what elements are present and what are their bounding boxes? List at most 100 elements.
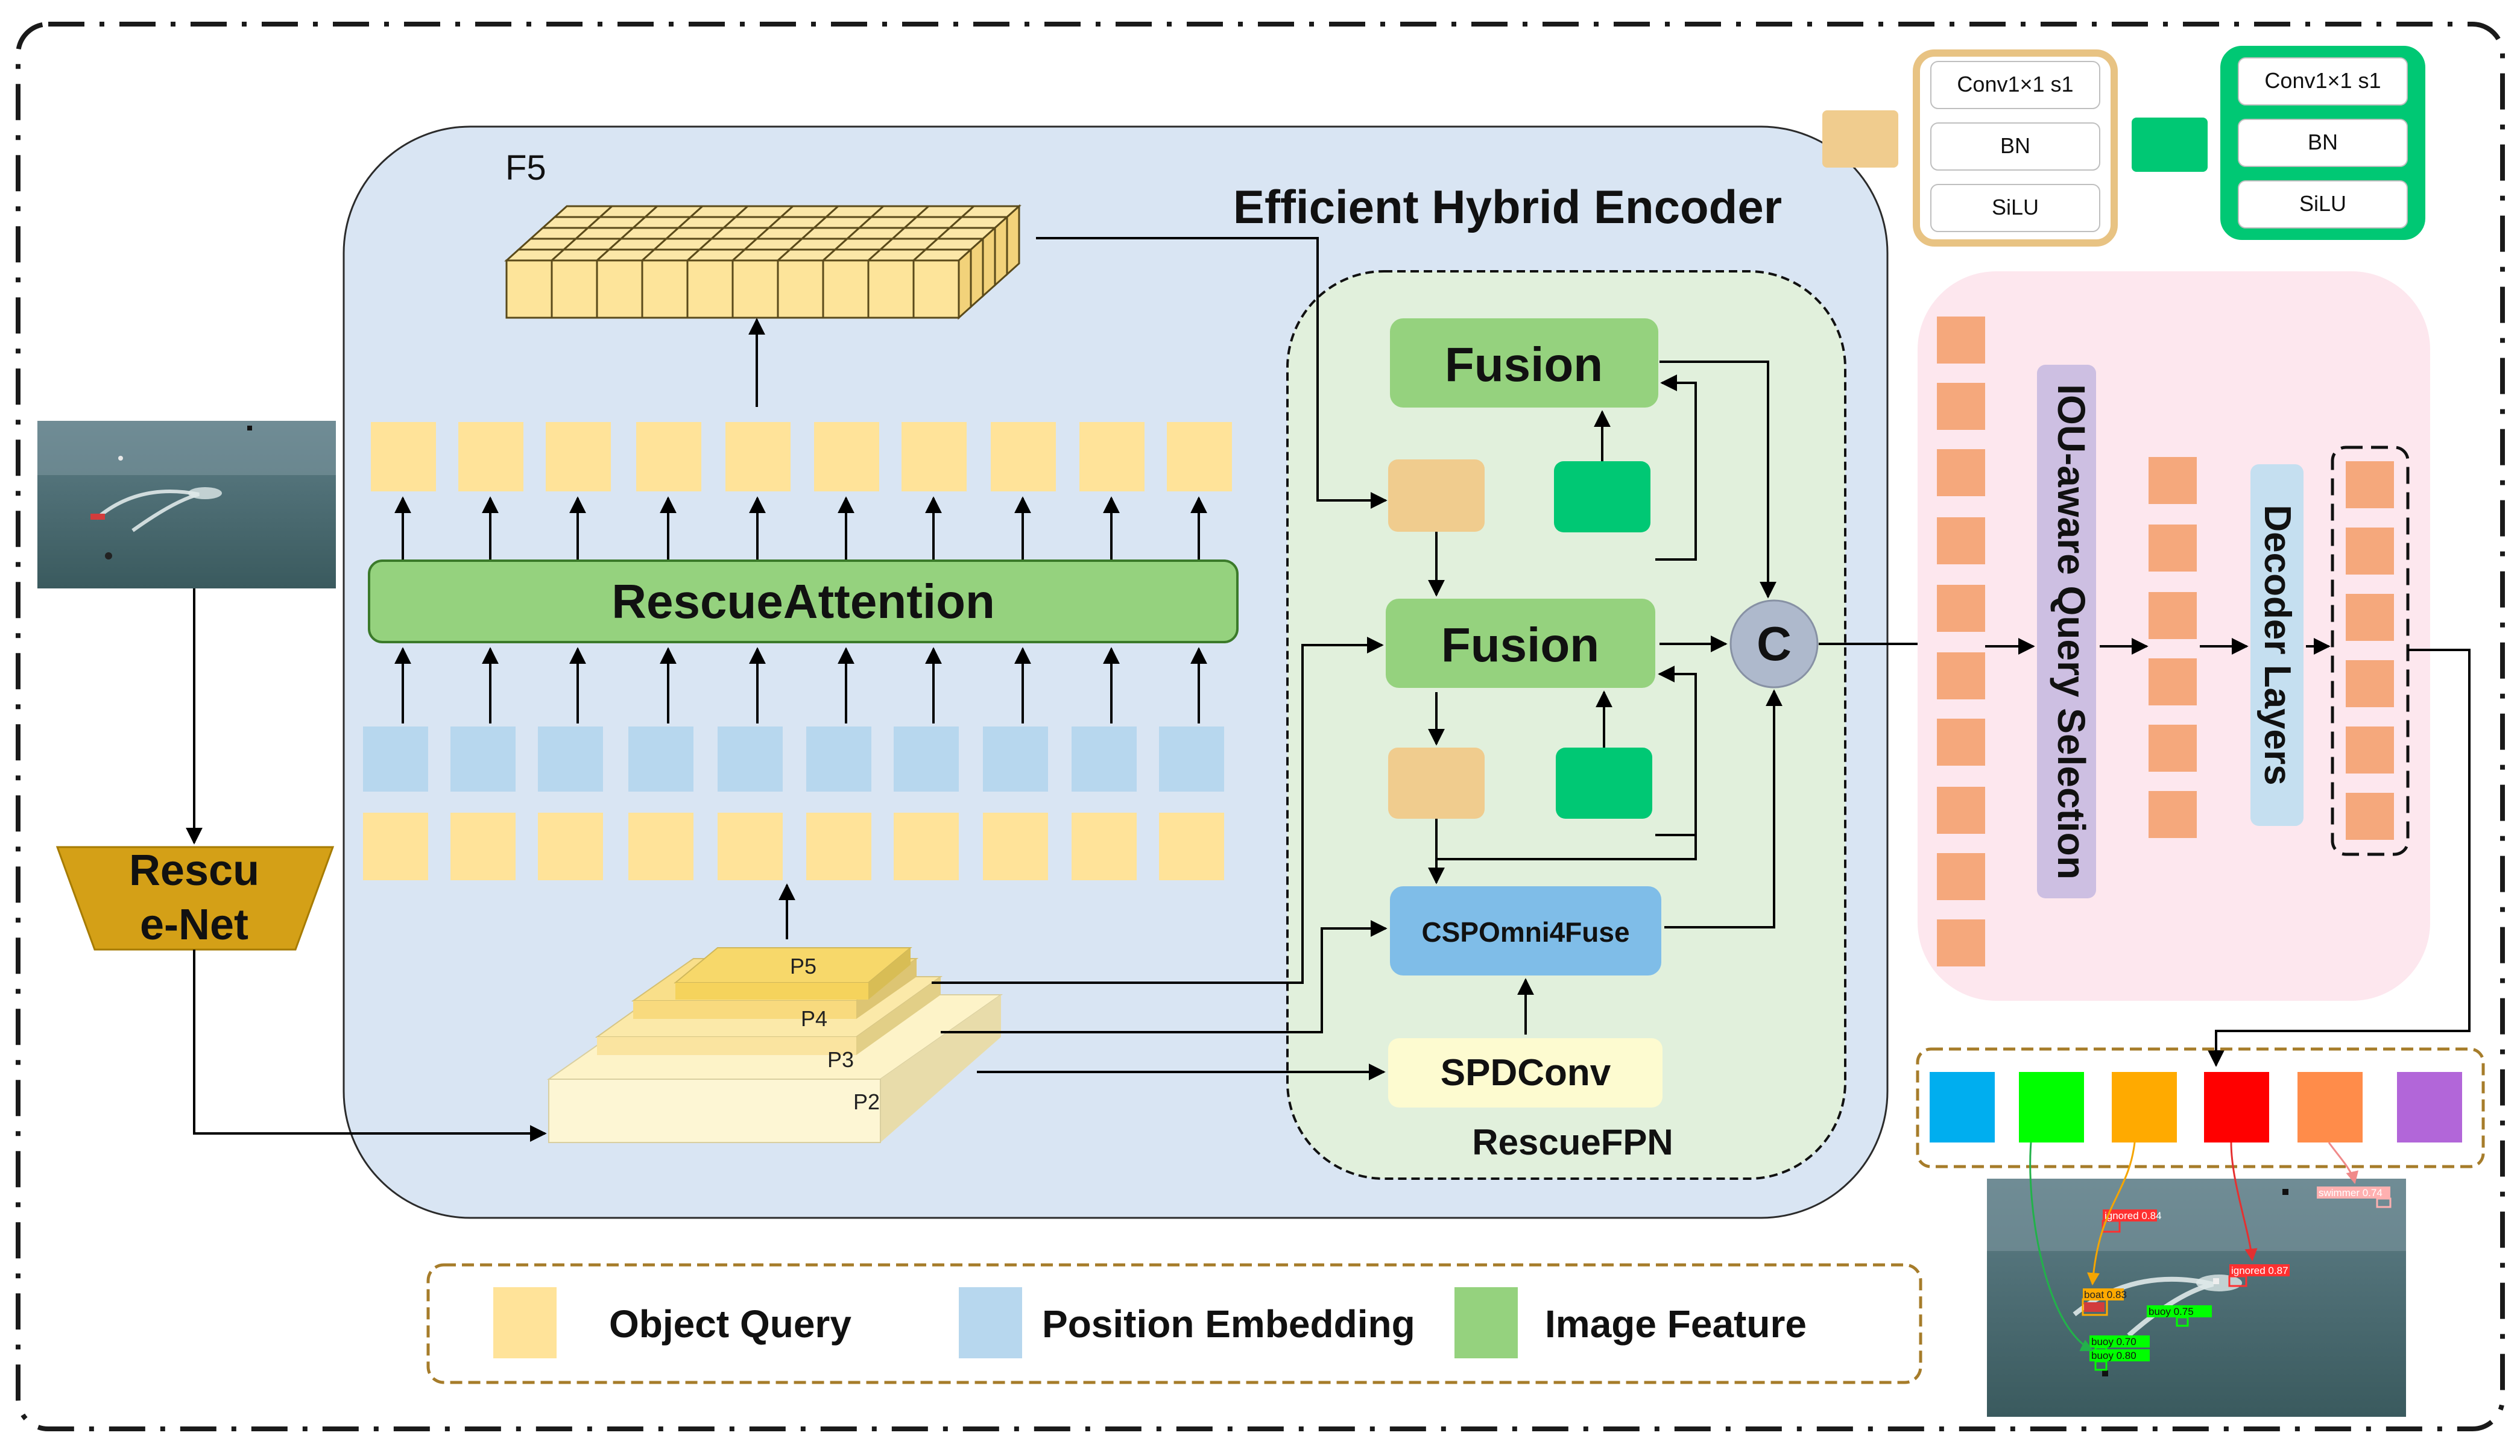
object-query-token: [983, 813, 1048, 880]
class-color-swatch: [2297, 1072, 2363, 1142]
selected-query-token: [2149, 592, 2197, 639]
position-embedding-token: [894, 726, 959, 792]
output-query-token: [902, 422, 967, 491]
conv-layer-box: [1930, 122, 2100, 171]
class-color-swatch: [1930, 1072, 1995, 1142]
object-query-token: [1159, 813, 1224, 880]
detection-boat: boat 0.83: [2084, 1289, 2127, 1300]
conv-legend-green-swatch: [2132, 118, 2208, 172]
outer-frame: [16, 22, 2505, 1431]
f5-feature-grid: [504, 204, 1022, 320]
class-to-detection-arrows: [2029, 1142, 2359, 1352]
output-query-column: [2346, 461, 2394, 840]
f5-side-cell: [970, 236, 984, 309]
encoder-token: [1937, 383, 1985, 430]
concat-label: C: [1757, 617, 1792, 670]
position-embedding-row: [363, 726, 1224, 792]
decoder-arrows: [1985, 638, 2471, 1067]
conv-layer-box: [1930, 61, 2100, 109]
detection-buoy-3: buoy 0.80: [2091, 1350, 2136, 1361]
iou-query-selection-block: [2037, 365, 2096, 898]
conv-layer-box: [2238, 57, 2408, 106]
pyramid-p5: P5: [790, 954, 816, 979]
f5-label: F5: [505, 148, 546, 188]
f5-front-cell: [641, 259, 689, 319]
f5-side-cell: [994, 215, 1008, 288]
encoder-token: [1937, 517, 1985, 564]
f5-side-cell: [958, 247, 972, 320]
conv-layer-box: [2238, 119, 2408, 167]
output-query-token: [814, 422, 879, 491]
detection-swimmer: swimmer 0.74: [2319, 1187, 2383, 1199]
object-query-token: [363, 813, 428, 880]
output-query-token: [371, 422, 436, 491]
f5-front-cell: [551, 259, 598, 319]
output-query-token: [2346, 726, 2394, 774]
f5-front-cell: [686, 259, 734, 319]
concat-node: [1729, 599, 1819, 689]
rescue-attention-label: RescueAttention: [611, 575, 995, 628]
detection-label-tags: [2083, 1187, 2390, 1361]
output-query-token: [2346, 461, 2394, 508]
position-embedding-token: [363, 726, 428, 792]
detection-buoy-1: buoy 0.75: [2149, 1306, 2194, 1317]
output-query-token: [458, 422, 523, 491]
output-query-token: [725, 422, 791, 491]
class-colors-group: [1916, 1047, 2485, 1168]
output-query-row: [371, 422, 1232, 491]
encoder-token: [1937, 787, 1985, 834]
object-query-token: [806, 813, 871, 880]
fpn-arrows: [932, 237, 1942, 1080]
encoder-token: [1937, 317, 1985, 364]
f5-front-cell: [596, 259, 643, 319]
f5-front-cell: [505, 259, 553, 319]
output-query-token: [2346, 594, 2394, 641]
class-color-swatch: [2019, 1072, 2084, 1142]
encoder-token: [1937, 449, 1985, 496]
backbone-label-line1: Rescu: [129, 846, 259, 895]
conv-layer-label: Conv1×1 s1: [1957, 72, 2073, 96]
encoder-token: [1937, 853, 1985, 900]
selected-query-token: [2149, 658, 2197, 705]
conv-layer-box: [2238, 180, 2408, 228]
pyramid-p2: P2: [853, 1089, 880, 1114]
object-query-row: [363, 813, 1224, 880]
input-image: [37, 421, 336, 588]
object-query-token: [1072, 813, 1137, 880]
output-query-token: [636, 422, 701, 491]
input-arrows: [394, 647, 1207, 723]
legend-object-query-label: Object Query: [609, 1302, 851, 1346]
output-query-token: [1079, 422, 1145, 491]
rescue-net-backbone: [55, 846, 335, 951]
fusion-top-label: Fusion: [1445, 338, 1603, 391]
pyramid-p4: P4: [801, 1006, 827, 1031]
conv-green-bottom: [1556, 748, 1652, 819]
selected-query-token: [2149, 525, 2197, 572]
object-query-token: [450, 813, 516, 880]
conv-layer-label: SiLU: [1992, 195, 2039, 219]
selected-query-token: [2149, 725, 2197, 772]
f5-front-cell: [731, 259, 779, 319]
object-query-token: [718, 813, 783, 880]
legend-panel: [426, 1263, 1922, 1384]
object-query-token: [628, 813, 693, 880]
detection-buoy-2: buoy 0.70: [2091, 1336, 2136, 1347]
encoder-token: [1937, 652, 1985, 699]
selected-query-token: [2149, 791, 2197, 838]
output-query-token: [546, 422, 611, 491]
conv-layer-box: [1930, 184, 2100, 232]
f5-front-cell: [777, 259, 824, 319]
decoder-layers-block: [2250, 464, 2304, 826]
legend-image-feature-label: Image Feature: [1545, 1302, 1807, 1346]
output-query-token: [991, 422, 1056, 491]
f5-front-cell: [912, 259, 960, 319]
arrow-backbone-to-pyramid: [193, 950, 547, 1142]
conv-tan-top: [1388, 459, 1485, 532]
fusion-mid-label: Fusion: [1441, 618, 1599, 672]
class-color-swatch: [2204, 1072, 2269, 1142]
encoder-token: [1937, 719, 1985, 766]
conv-green-top: [1554, 461, 1650, 532]
position-embedding-token: [983, 726, 1048, 792]
pyramid-p3: P3: [827, 1047, 854, 1072]
position-embedding-token: [450, 726, 516, 792]
